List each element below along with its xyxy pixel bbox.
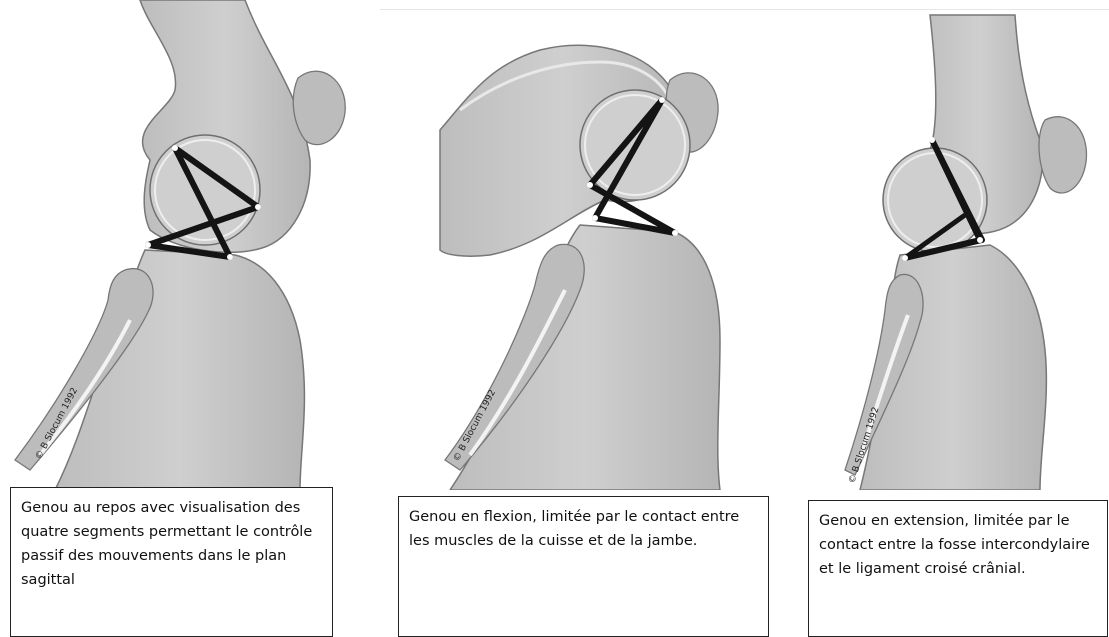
- knee-rest-illustration: © B Slocum 1992: [0, 0, 370, 490]
- patella-shape: [293, 71, 345, 144]
- caption-rest-text: Genou au repos avec visualisation des qu…: [21, 500, 312, 588]
- tibia-shape: [450, 225, 720, 490]
- caption-flexion-text: Genou en flexion, limitée par le contact…: [409, 509, 739, 549]
- patella-shape: [1039, 117, 1086, 193]
- knee-extension-illustration: © B Slocum 1992: [840, 0, 1109, 490]
- femoral-condyle-circle: [150, 135, 260, 245]
- caption-rest: Genou au repos avec visualisation des qu…: [10, 487, 333, 637]
- caption-extension-text: Genou en extension, limitée par le conta…: [819, 513, 1090, 577]
- knee-rest-drawing: © B Slocum 1992: [0, 0, 370, 490]
- knee-flexion-illustration: © B Slocum 1992: [430, 0, 780, 490]
- caption-extension: Genou en extension, limitée par le conta…: [808, 500, 1108, 637]
- knee-extension-drawing: © B Slocum 1992: [840, 0, 1109, 490]
- knee-flexion-drawing: © B Slocum 1992: [430, 0, 780, 490]
- caption-flexion: Genou en flexion, limitée par le contact…: [398, 496, 769, 637]
